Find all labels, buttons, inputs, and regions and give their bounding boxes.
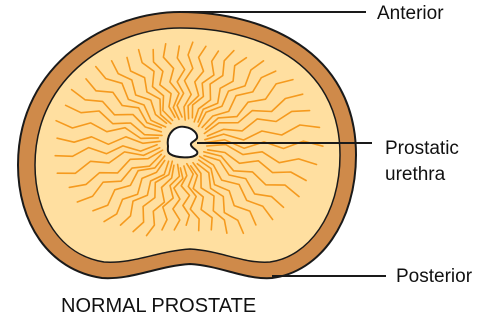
anterior-label: Anterior: [377, 3, 444, 24]
prostatic-urethra-label-line2: urethra: [385, 164, 446, 185]
diagram-caption: NORMAL PROSTATE: [61, 295, 256, 317]
prostatic-urethra-label-line1: Prostatic: [385, 138, 459, 159]
prostatic-urethra-lumen: [168, 127, 198, 158]
posterior-label: Posterior: [396, 266, 473, 287]
